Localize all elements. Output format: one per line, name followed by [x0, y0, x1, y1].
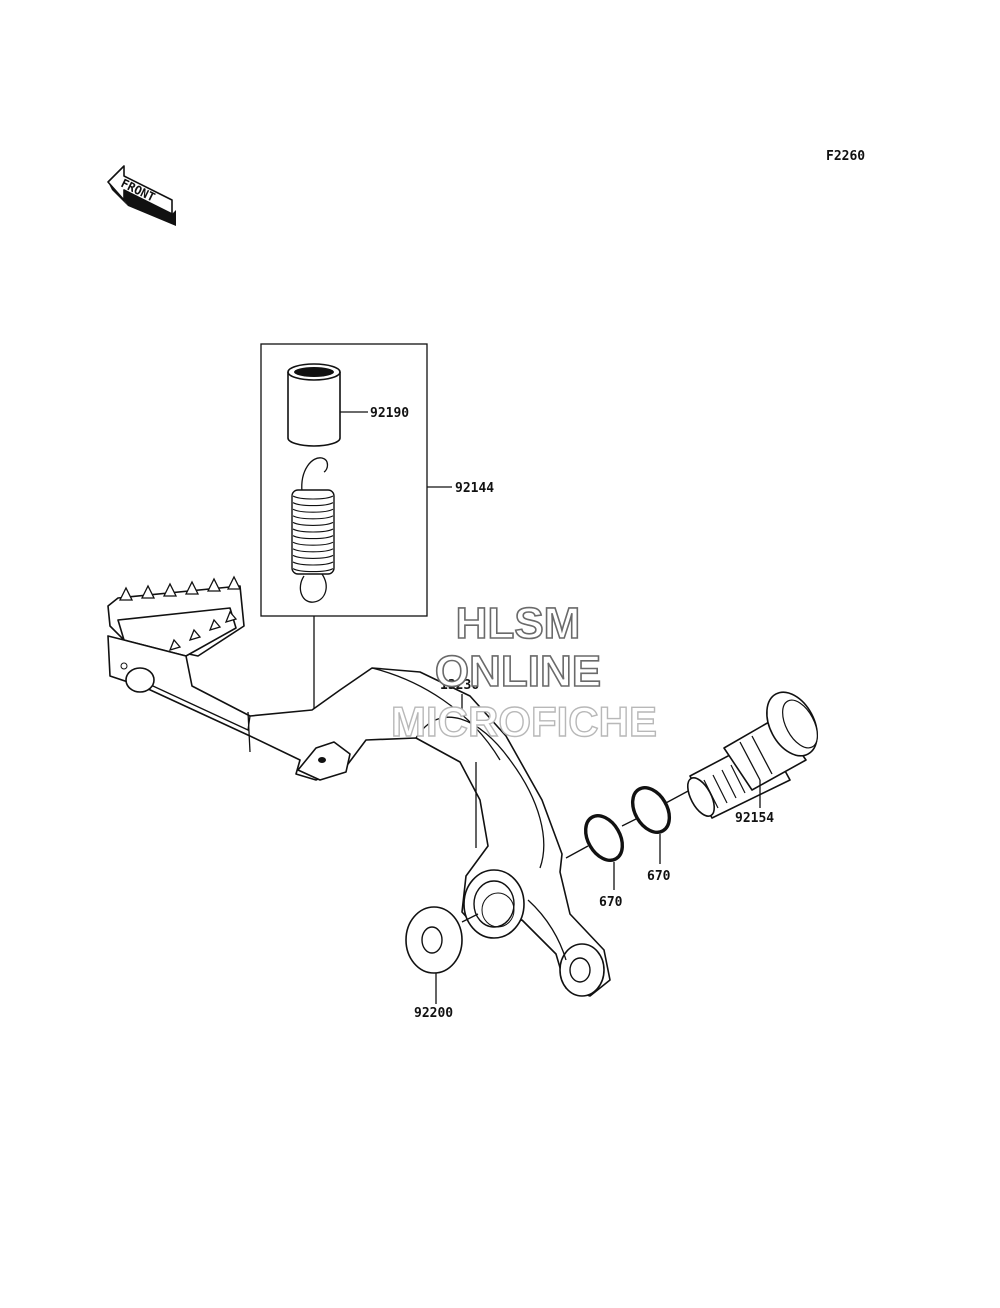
spring-coil	[292, 521, 334, 526]
spring-coil	[292, 508, 334, 513]
spring-coil	[292, 502, 334, 507]
o-ring-outer-part	[630, 786, 672, 834]
spring-coil	[292, 535, 334, 540]
watermark-line3: MICROFICHE	[391, 698, 657, 745]
tread-tooth	[168, 638, 182, 652]
shaft-thread	[730, 764, 746, 794]
front-arrow-icon: FRONT	[107, 165, 176, 226]
shaft-thread	[712, 774, 728, 804]
tread-tooth	[188, 628, 202, 642]
label-92154: 92154	[735, 811, 774, 826]
sleeve-part	[287, 363, 341, 447]
label-670-outer: 670	[647, 869, 671, 884]
o-ring-inner-part	[583, 814, 625, 862]
tread-tooth	[162, 582, 178, 597]
spring-coil	[292, 515, 334, 520]
spring-coil	[292, 541, 334, 546]
tread-tooth	[118, 586, 134, 601]
spring-coil	[292, 561, 334, 566]
label-92190: 92190	[370, 406, 409, 421]
spring-part	[291, 457, 335, 603]
label-92144: 92144	[455, 481, 494, 496]
shaft-part	[686, 691, 818, 819]
spring-coil	[292, 548, 334, 553]
spring-coil	[292, 568, 334, 573]
tread-tooth	[184, 580, 200, 595]
brake-pedal-part	[107, 575, 611, 997]
spring-kit-box	[260, 343, 428, 617]
diagram-code: F2260	[826, 149, 865, 164]
axis-line-3	[663, 789, 691, 805]
tread-tooth	[208, 618, 222, 632]
spring-coil	[292, 528, 334, 533]
washer-part	[405, 906, 463, 974]
leader-washer-axis	[461, 913, 479, 923]
watermark-line2: ONLINE	[435, 647, 601, 696]
label-670-inner: 670	[599, 895, 623, 910]
shaft-thread	[721, 769, 737, 799]
tread-tooth	[206, 577, 222, 592]
axis-line-2	[621, 817, 639, 827]
spring-coil	[292, 554, 334, 559]
tread-tooth	[226, 575, 242, 590]
tread-tooth	[140, 584, 156, 599]
label-13236: 13236	[440, 678, 479, 693]
watermark: HLSM ONLINE MICROFICHE	[390, 598, 657, 746]
watermark-line1: HLSM	[456, 599, 581, 648]
tread-tooth	[224, 610, 238, 624]
axis-line-1	[565, 845, 589, 859]
spring-coil	[292, 495, 334, 500]
label-92200: 92200	[414, 1006, 453, 1021]
